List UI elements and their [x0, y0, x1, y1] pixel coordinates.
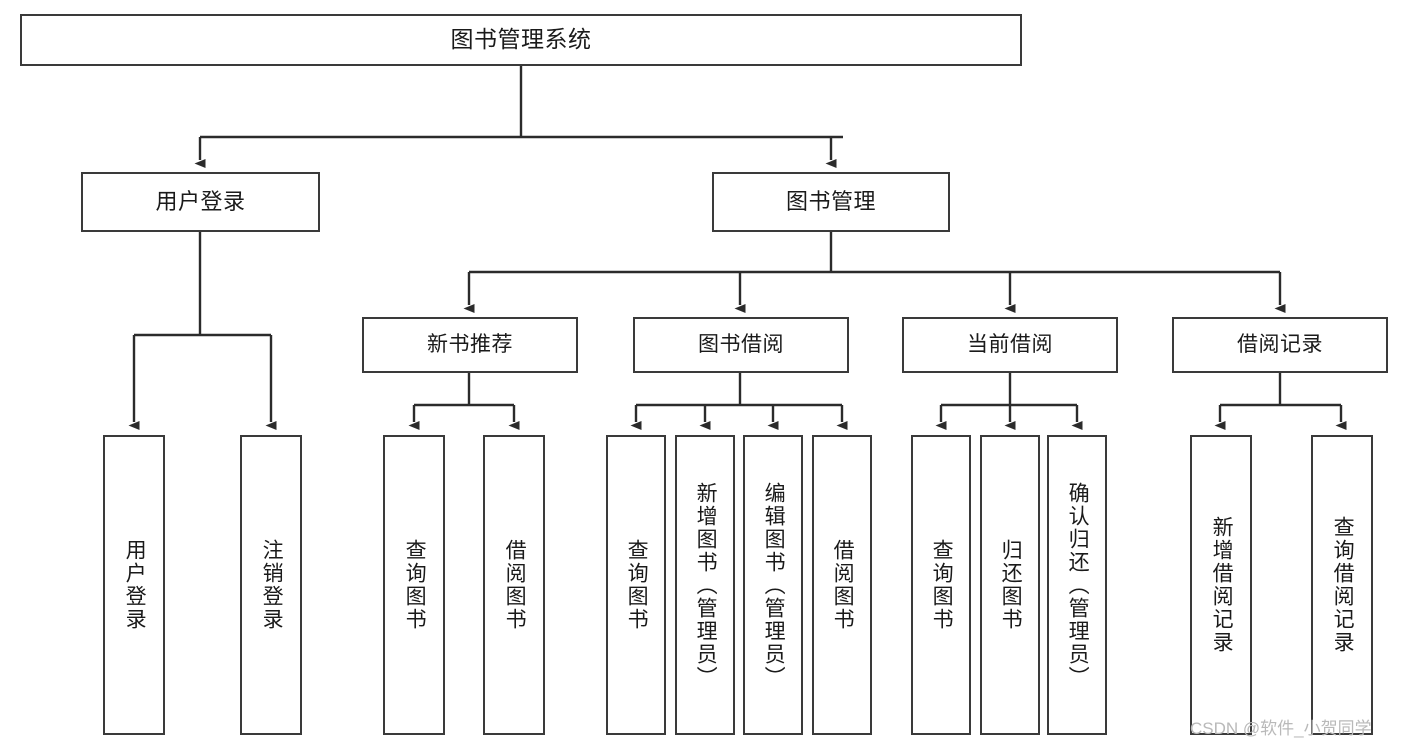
leaf-add-record[interactable]: 新增借阅记录: [1190, 435, 1252, 735]
node-current-borrow[interactable]: 当前借阅: [902, 317, 1118, 373]
leaf-return-book[interactable]: 归还图书: [980, 435, 1040, 735]
leaf-borrow-book-2-label: 借阅图书: [831, 539, 855, 631]
leaf-user-login-label: 用户登录: [123, 539, 147, 631]
leaf-query-book-2[interactable]: 查询图书: [606, 435, 666, 735]
node-new-book-rec[interactable]: 新书推荐: [362, 317, 578, 373]
node-book-borrow-label: 图书借阅: [698, 332, 784, 356]
node-user-login[interactable]: 用户登录: [81, 172, 320, 232]
node-root[interactable]: 图书管理系统: [20, 14, 1022, 66]
leaf-user-login[interactable]: 用户登录: [103, 435, 165, 735]
leaf-add-record-label: 新增借阅记录: [1210, 516, 1234, 654]
leaf-add-book[interactable]: 新增图书（管理员）: [675, 435, 735, 735]
csdn-watermark: CSDN @软件_小贺同学: [1190, 719, 1372, 738]
leaf-query-book-2-label: 查询图书: [625, 539, 649, 631]
node-root-label: 图书管理系统: [450, 26, 592, 53]
leaf-confirm-return-label: 确认归还（管理员）: [1066, 481, 1090, 689]
leaf-borrow-book-2[interactable]: 借阅图书: [812, 435, 872, 735]
node-user-login-label: 用户登录: [155, 189, 246, 215]
node-borrow-record-label: 借阅记录: [1237, 332, 1323, 356]
leaf-confirm-return[interactable]: 确认归还（管理员）: [1047, 435, 1107, 735]
leaf-query-book-1-label: 查询图书: [403, 539, 427, 631]
leaf-return-book-label: 归还图书: [999, 539, 1023, 631]
leaf-edit-book[interactable]: 编辑图书（管理员）: [743, 435, 803, 735]
node-book-manage[interactable]: 图书管理: [712, 172, 950, 232]
leaf-query-book-3[interactable]: 查询图书: [911, 435, 971, 735]
node-current-borrow-label: 当前借阅: [967, 332, 1053, 356]
node-borrow-record[interactable]: 借阅记录: [1172, 317, 1388, 373]
leaf-query-record-label: 查询借阅记录: [1331, 516, 1355, 654]
leaf-query-book-1[interactable]: 查询图书: [383, 435, 445, 735]
leaf-edit-book-label: 编辑图书（管理员）: [762, 481, 786, 689]
node-book-borrow[interactable]: 图书借阅: [633, 317, 849, 373]
leaf-borrow-book-1-label: 借阅图书: [503, 539, 527, 631]
leaf-query-book-3-label: 查询图书: [930, 539, 954, 631]
leaf-borrow-book-1[interactable]: 借阅图书: [483, 435, 545, 735]
leaf-user-logout[interactable]: 注销登录: [240, 435, 302, 735]
node-book-manage-label: 图书管理: [785, 189, 876, 215]
leaf-query-record[interactable]: 查询借阅记录: [1311, 435, 1373, 735]
leaf-user-logout-label: 注销登录: [260, 539, 284, 631]
node-new-book-rec-label: 新书推荐: [427, 332, 513, 356]
leaf-add-book-label: 新增图书（管理员）: [694, 481, 718, 689]
